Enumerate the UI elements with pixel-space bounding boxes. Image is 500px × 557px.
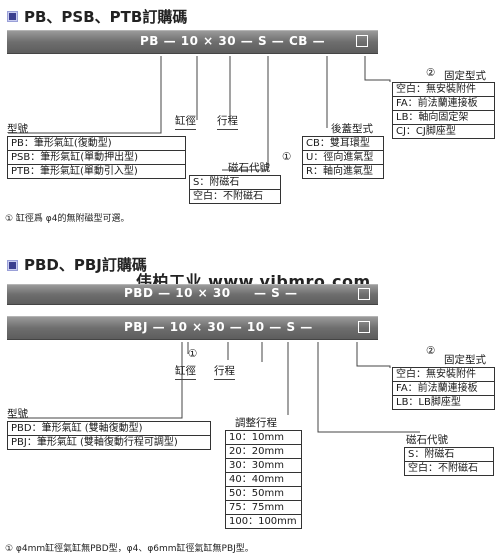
model-row: PSB：筆形氣缸(單動押出型) [8, 151, 185, 165]
stroke-label: 行程 [217, 113, 238, 130]
mount-placeholder-box [356, 35, 368, 47]
mount-mark: ② [426, 67, 436, 79]
order-code-pbd: PBD — 10 × 30 — S — [124, 286, 298, 300]
mount-mark: ② [426, 345, 436, 357]
model-table: PB：筆形氣缸(復動型) PSB：筆形氣缸(單動押出型) PTB：筆形氣缸(單動… [7, 136, 186, 179]
model-row: PTB：筆形氣缸(單動引入型) [11, 166, 138, 177]
order-code-bar-pb [7, 30, 378, 54]
adjust-row: 100：100mm [229, 516, 297, 527]
section1-note: ① 缸徑爲 φ4的無附磁型可選。 [5, 214, 130, 224]
mount-row: 空白：無安裝附件 [393, 83, 494, 97]
cover-row: R：軸向進氣型 [306, 166, 373, 177]
mount-placeholder-box [358, 288, 370, 300]
mount-row: LB：軸向固定架 [393, 111, 494, 125]
adjust-row: 20：20mm [226, 445, 301, 459]
model-row: PBD：筆形氣缸 (雙軸復動型) [8, 422, 210, 436]
magnet-mark: ① [282, 151, 292, 163]
mount-table: 空白：無安裝附件 FA：前法蘭連接板 LB：LB脚座型 [392, 367, 495, 410]
mount-table: 空白：無安裝附件 FA：前法蘭連接板 LB：軸向固定架 CJ：CJ脚座型 [392, 82, 495, 139]
section2-note: ① φ4mm缸徑氣缸無PBD型，φ4、φ6mm缸徑氣缸無PBJ型。 [5, 544, 254, 554]
magnet-row: 空白：不附磁石 [193, 191, 263, 202]
mount-row: FA：前法蘭連接板 [393, 382, 494, 396]
magnet-row: S：附磁石 [405, 448, 493, 462]
bore-label: 缸徑 [175, 363, 196, 380]
section2-title: PBD、PBJ訂購碼 [24, 256, 147, 274]
model-row: PBJ：筆形氣缸 (雙軸復動行程可調型) [11, 437, 178, 448]
bore-mark: ① [188, 348, 198, 360]
adjust-row: 50：50mm [226, 487, 301, 501]
adjust-stroke-table: 10：10mm 20：20mm 30：30mm 40：40mm 50：50mm … [225, 430, 302, 529]
magnet-row: 空白：不附磁石 [408, 463, 478, 474]
mount-row: CJ：CJ脚座型 [396, 126, 456, 137]
order-code-pbj: PBJ — 10 × 30 — 10 — S — [124, 320, 313, 334]
section-bullet-icon [7, 260, 18, 271]
bore-label: 缸徑 [175, 113, 196, 130]
order-code-bar-pbd [7, 284, 378, 305]
magnet-row: S：附磁石 [190, 176, 280, 190]
adjust-row: 10：10mm [226, 431, 301, 445]
adjust-row: 75：75mm [226, 501, 301, 515]
order-code-bar-pbj [7, 316, 378, 340]
mount-row: LB：LB脚座型 [396, 397, 461, 408]
mount-placeholder-box [358, 321, 370, 333]
cover-table: CB：雙耳環型 U：徑向進氣型 R：軸向進氣型 [302, 136, 384, 179]
mount-row: 空白：無安裝附件 [393, 368, 494, 382]
section-bullet-icon [7, 11, 18, 22]
model-table: PBD：筆形氣缸 (雙軸復動型) PBJ：筆形氣缸 (雙軸復動行程可調型) [7, 421, 211, 450]
order-code-pb: PB — 10 × 30 — S — CB — [140, 34, 326, 48]
section1-title: PB、PSB、PTB訂購碼 [24, 8, 188, 26]
cover-row: CB：雙耳環型 [303, 137, 383, 151]
adjust-row: 40：40mm [226, 473, 301, 487]
cover-row: U：徑向進氣型 [303, 151, 383, 165]
magnet-table: S：附磁石 空白：不附磁石 [404, 447, 494, 476]
adjust-row: 30：30mm [226, 459, 301, 473]
mount-row: FA：前法蘭連接板 [393, 97, 494, 111]
stroke-label: 行程 [214, 363, 235, 380]
model-row: PB：筆形氣缸(復動型) [8, 137, 185, 151]
magnet-table: S：附磁石 空白：不附磁石 [189, 175, 281, 204]
